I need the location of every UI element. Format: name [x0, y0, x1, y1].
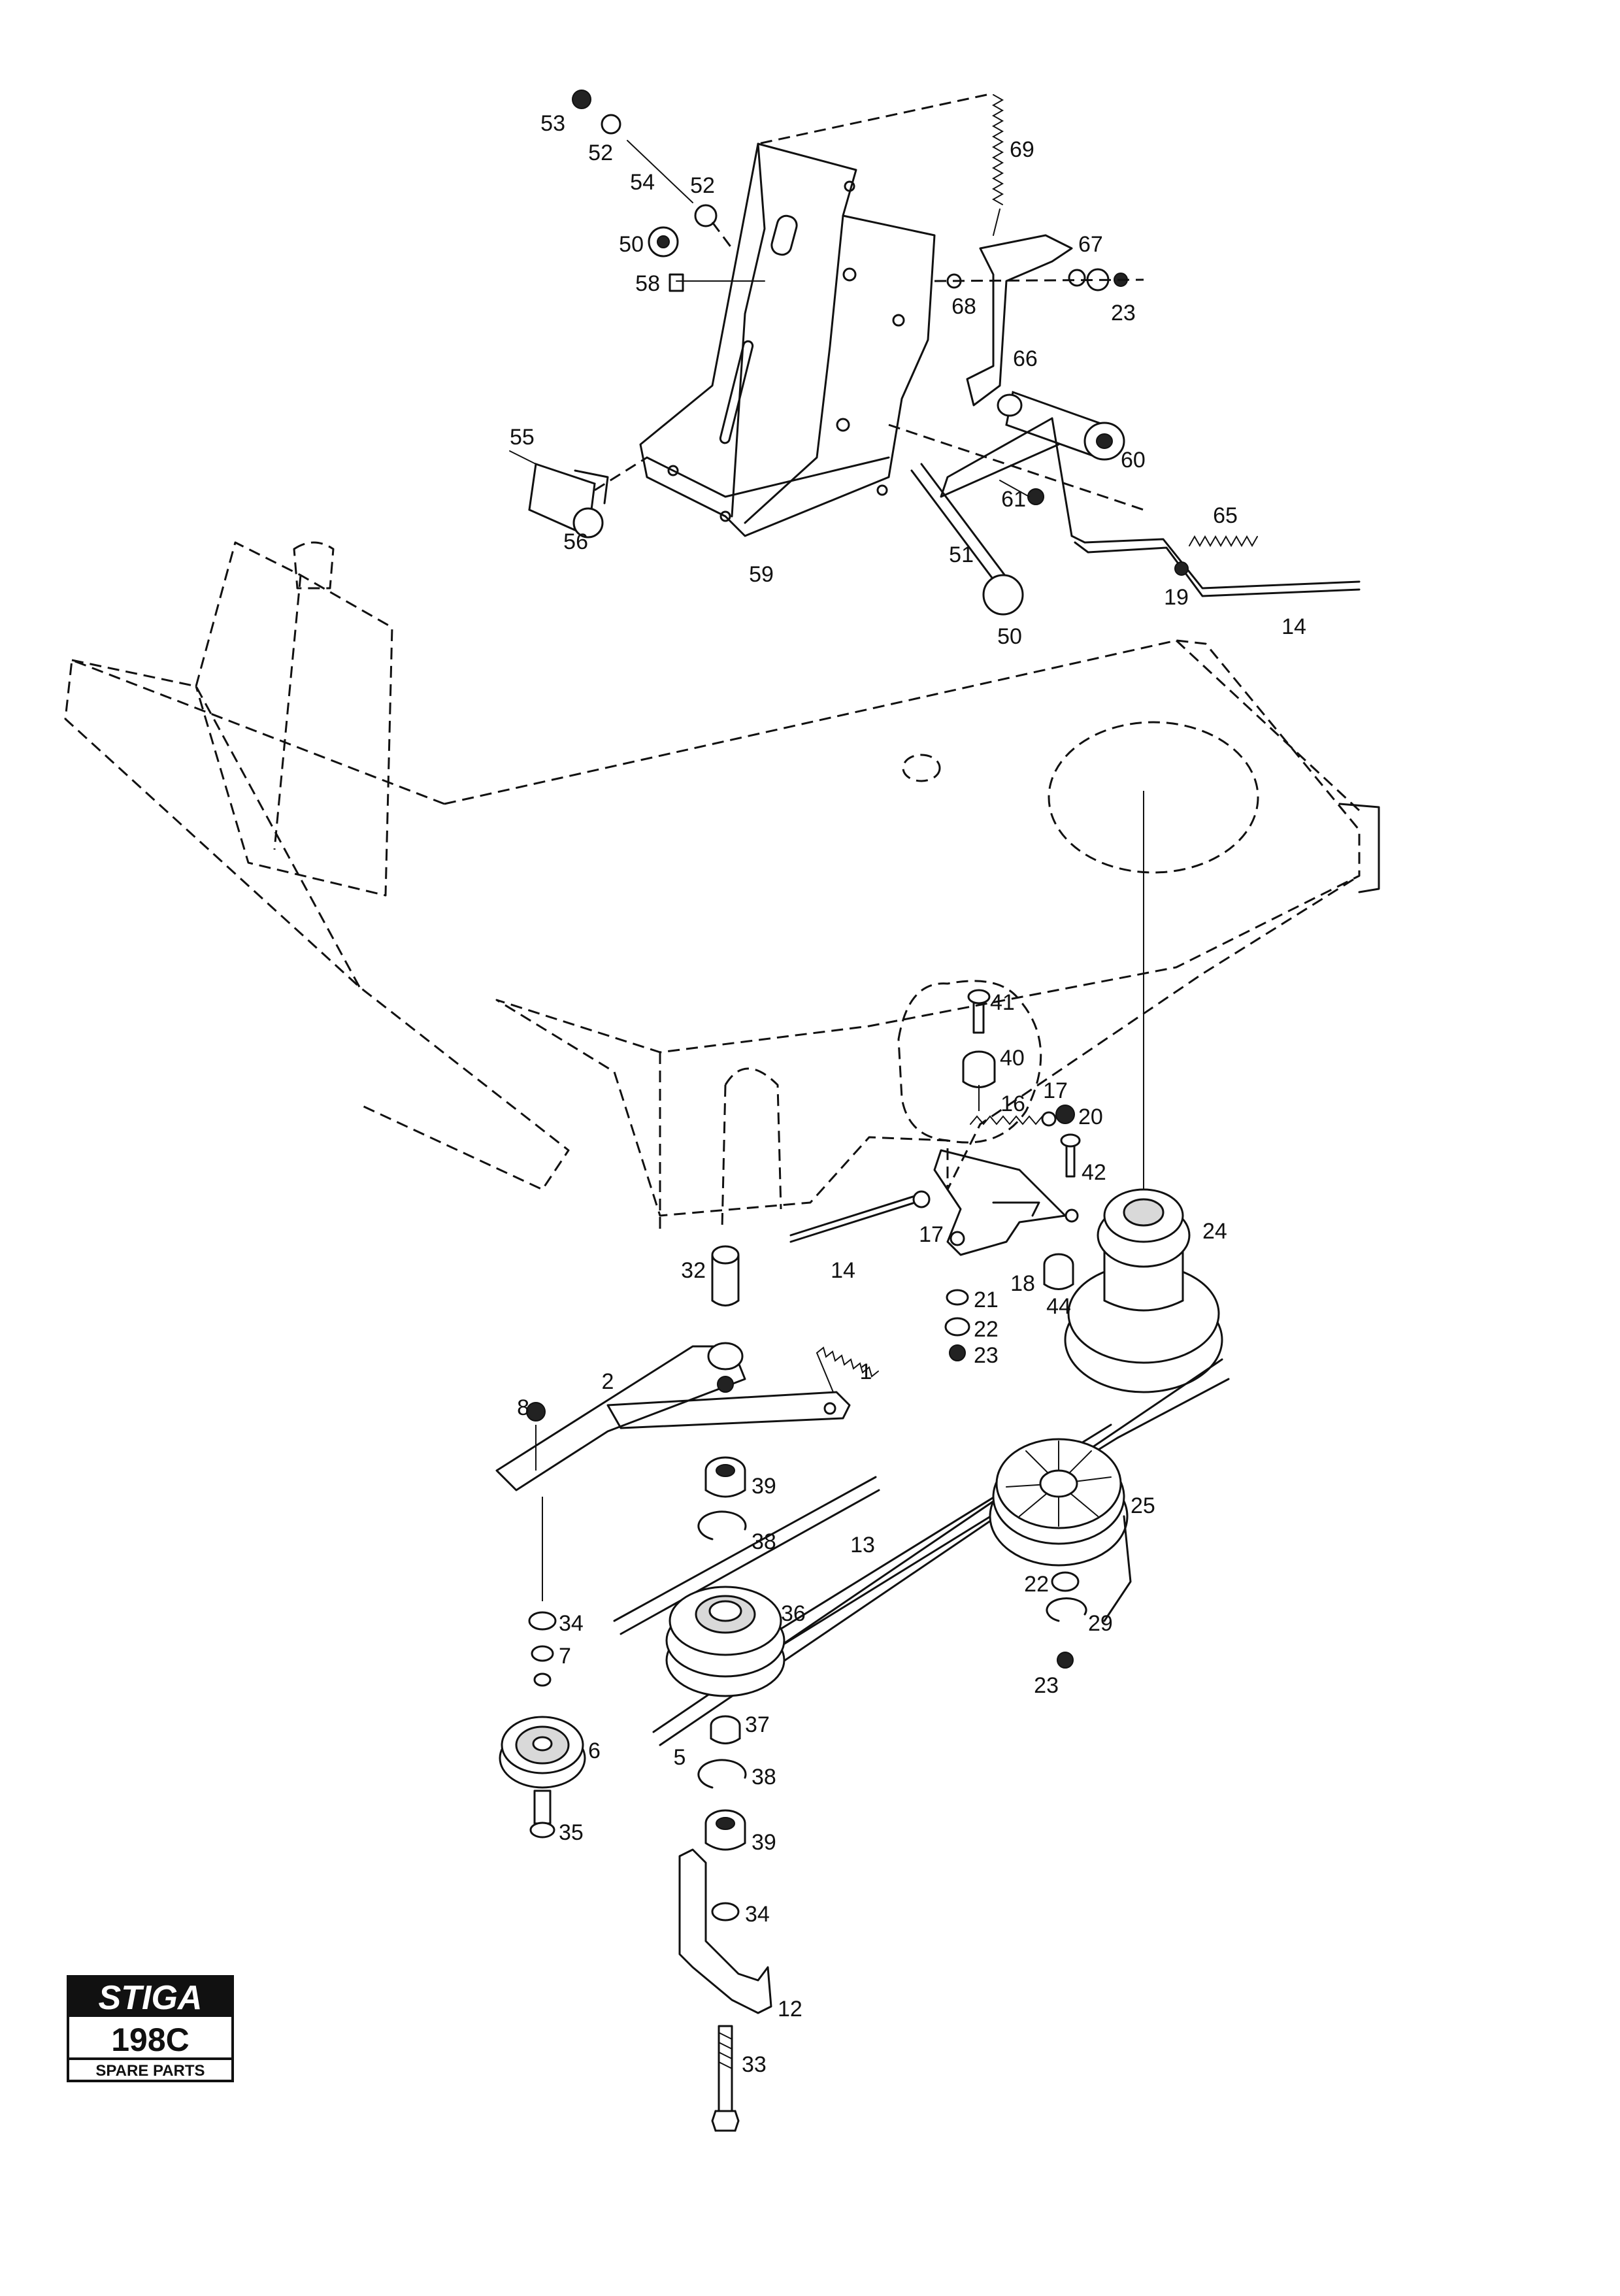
part-label-5: 5 [674, 1745, 686, 1770]
part-label-17: 17 [919, 1222, 944, 1247]
part-label-8: 8 [517, 1395, 529, 1420]
part-label-23: 23 [1111, 301, 1136, 325]
part-label-54: 54 [630, 170, 655, 195]
part-label-39: 39 [752, 1830, 776, 1855]
part-label-58: 58 [635, 271, 660, 296]
part-label-50: 50 [619, 232, 644, 257]
part-label-56: 56 [563, 529, 588, 554]
part-label-40: 40 [1000, 1046, 1025, 1071]
part-label-52: 52 [690, 173, 715, 198]
logo-brand: STIGA [99, 1979, 203, 2017]
part-label-7: 7 [559, 1644, 571, 1669]
part-label-60: 60 [1121, 448, 1146, 473]
part-label-14: 14 [1281, 614, 1306, 639]
part-label-67: 67 [1078, 232, 1103, 257]
part-label-50: 50 [997, 624, 1022, 649]
part-label-61: 61 [1001, 487, 1026, 512]
part-label-25: 25 [1131, 1493, 1155, 1518]
part-label-53: 53 [540, 111, 565, 136]
part-label-21: 21 [974, 1288, 999, 1312]
part-label-55: 55 [510, 425, 535, 450]
part-label-38: 38 [752, 1765, 776, 1789]
part-label-68: 68 [951, 294, 976, 319]
part-label-12: 12 [778, 1997, 802, 2021]
part-label-1: 1 [860, 1359, 872, 1384]
logo-model: 198C [111, 2021, 190, 2058]
part-label-33: 33 [742, 2052, 767, 2077]
part-label-22: 22 [974, 1317, 999, 1342]
part-label-42: 42 [1082, 1160, 1106, 1185]
part-label-59: 59 [749, 562, 774, 587]
part-label-18: 18 [1010, 1271, 1035, 1296]
part-label-6: 6 [588, 1739, 601, 1763]
part-label-16: 16 [1000, 1091, 1025, 1116]
part-label-17: 17 [1043, 1078, 1068, 1103]
part-label-36: 36 [781, 1601, 806, 1626]
part-label-38: 38 [752, 1529, 776, 1554]
part-label-35: 35 [559, 1820, 584, 1845]
part-label-19: 19 [1164, 585, 1189, 610]
stiga-logo: STIGA 198C SPARE PARTS [65, 1974, 235, 2085]
part-label-65: 65 [1213, 503, 1238, 528]
part-label-66: 66 [1013, 346, 1038, 371]
logo-caption: SPARE PARTS [95, 2062, 205, 2080]
part-label-41: 41 [990, 990, 1015, 1015]
part-label-34: 34 [745, 1902, 770, 1927]
part-label-2: 2 [602, 1369, 614, 1394]
part-label-13: 13 [850, 1533, 875, 1557]
part-label-51: 51 [949, 542, 974, 567]
part-label-22: 22 [1024, 1572, 1049, 1597]
part-label-14: 14 [831, 1258, 855, 1283]
part-label-20: 20 [1078, 1105, 1103, 1129]
pulley-25-spokes [1006, 1440, 1112, 1527]
part-label-37: 37 [745, 1712, 770, 1737]
part-label-34: 34 [559, 1611, 584, 1636]
part-label-29: 29 [1088, 1611, 1113, 1636]
upper-linkage-parts [509, 90, 1361, 616]
part-label-32: 32 [681, 1258, 706, 1283]
part-label-23: 23 [1034, 1673, 1059, 1698]
mower-deck-outline [64, 541, 1380, 1229]
part-label-23: 23 [974, 1343, 999, 1368]
lever-bracket-59 [639, 142, 936, 537]
part-label-52: 52 [588, 141, 613, 165]
part-label-69: 69 [1010, 137, 1034, 162]
part-label-44: 44 [1046, 1294, 1071, 1319]
part-label-39: 39 [752, 1474, 776, 1499]
drive-system [495, 791, 1230, 2132]
part-label-24: 24 [1202, 1219, 1227, 1244]
